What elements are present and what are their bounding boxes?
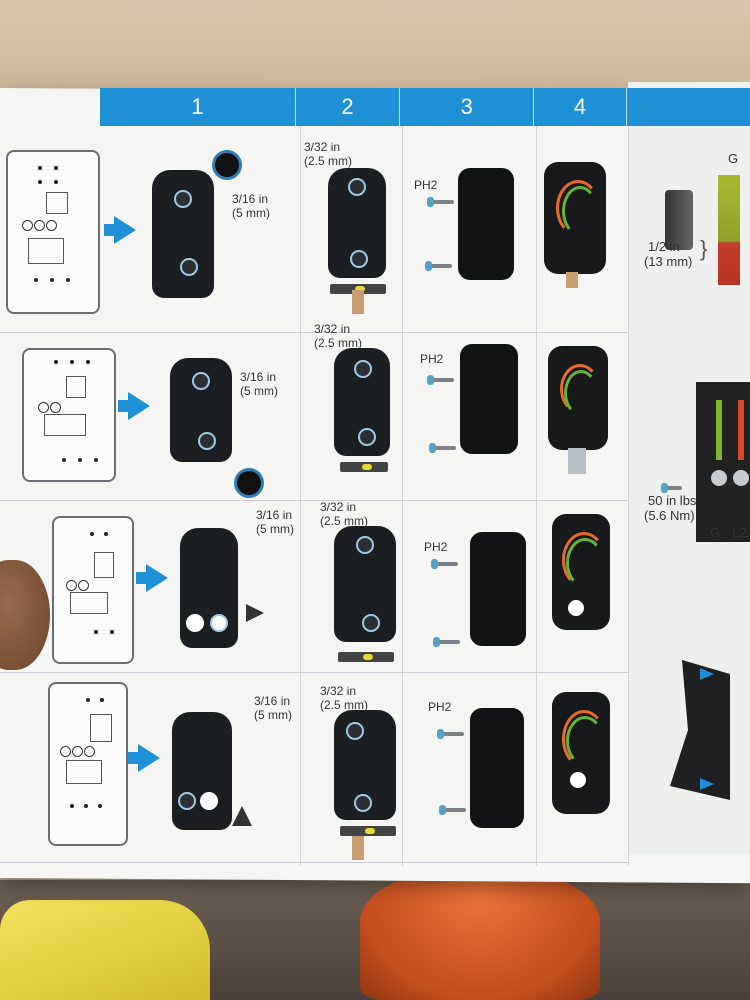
drill-size-label: 3/16 in bbox=[256, 508, 293, 522]
screw-icon bbox=[431, 559, 458, 569]
wall-connector-wired bbox=[548, 346, 608, 450]
driver-label: PH2 bbox=[414, 178, 438, 192]
wall-connector-back bbox=[172, 712, 232, 830]
mounting-outline-drawing bbox=[6, 150, 100, 314]
strip-length-mm: (13 mm) bbox=[644, 254, 693, 269]
column-divider bbox=[402, 126, 403, 866]
terminal-l2-label: L2 bbox=[732, 525, 747, 540]
arrow-right-icon bbox=[700, 668, 714, 680]
drill-size-mm: (5 mm) bbox=[232, 206, 270, 220]
pilot-bit-mm: (2.5 mm) bbox=[314, 336, 362, 350]
wall-connector-mount bbox=[460, 344, 518, 454]
drill-size-label: 3/16 in bbox=[240, 370, 277, 384]
pilot-bit-label: 3/32 in bbox=[314, 322, 351, 336]
pilot-bit-label: 3/32 in bbox=[304, 140, 341, 154]
screw-icon bbox=[427, 197, 454, 207]
screw-icon bbox=[433, 637, 460, 647]
install-row-2 bbox=[0, 332, 628, 501]
install-row-1 bbox=[0, 126, 628, 333]
step-header-5 bbox=[627, 88, 750, 126]
drill-size-label: 3/16 in bbox=[232, 192, 269, 206]
driver-label: PH2 bbox=[424, 540, 448, 554]
wall-connector-template bbox=[334, 526, 396, 642]
terminal-block bbox=[696, 382, 750, 542]
wall-connector-wired bbox=[552, 692, 610, 814]
driver-label: PH2 bbox=[428, 700, 452, 714]
install-row-4 bbox=[0, 672, 628, 863]
wall-connector-mount bbox=[470, 708, 524, 828]
wall-connector-back bbox=[180, 528, 238, 648]
arrow-right-icon bbox=[128, 392, 150, 420]
arrow-right-icon bbox=[138, 744, 160, 772]
wall-connector-back bbox=[170, 358, 232, 462]
screw-icon bbox=[437, 729, 464, 739]
screw-icon bbox=[425, 261, 452, 271]
pilot-bit-mm: (2.5 mm) bbox=[320, 698, 368, 712]
pilot-bit-label: 3/32 in bbox=[320, 684, 357, 698]
level-icon bbox=[340, 826, 396, 836]
arrow-right-icon bbox=[146, 564, 168, 592]
orange-bucket bbox=[360, 870, 600, 1000]
level-icon bbox=[340, 462, 388, 472]
level-icon bbox=[330, 284, 386, 294]
mounting-outline-drawing bbox=[52, 516, 134, 664]
arrow-right-icon bbox=[700, 778, 714, 790]
level-icon bbox=[338, 652, 394, 662]
arrow-right-icon bbox=[114, 216, 136, 244]
pilot-bit-mm: (2.5 mm) bbox=[304, 154, 352, 168]
yellow-bag bbox=[0, 900, 210, 1000]
screw-icon bbox=[439, 805, 466, 815]
screw-icon bbox=[427, 375, 454, 385]
brace-icon: } bbox=[700, 236, 708, 261]
driver-label: PH2 bbox=[420, 352, 444, 366]
step-header: 1 2 3 4 bbox=[100, 88, 750, 126]
wall-connector-back bbox=[152, 170, 214, 298]
install-row-3 bbox=[0, 500, 628, 673]
drill-size-mm: (5 mm) bbox=[254, 708, 292, 722]
column-divider bbox=[628, 126, 629, 866]
screw-icon bbox=[429, 443, 456, 453]
ground-label: G bbox=[728, 151, 739, 166]
pilot-bit-mm: (2.5 mm) bbox=[320, 514, 368, 528]
cable-stripped-image bbox=[718, 175, 740, 285]
mounting-outline-drawing bbox=[22, 348, 116, 482]
wall-connector-template bbox=[334, 348, 390, 456]
wall-connector-wired bbox=[552, 514, 610, 630]
pilot-bit-label: 3/32 in bbox=[320, 500, 357, 514]
torque-nm: (5.6 Nm) bbox=[644, 508, 695, 523]
wall-connector-template bbox=[334, 710, 396, 820]
step-header-3: 3 bbox=[400, 88, 535, 126]
wall-connector-wired bbox=[544, 162, 606, 274]
grommet-icon bbox=[212, 150, 242, 180]
wire-stripper-icon bbox=[665, 190, 693, 250]
wall-connector-mount bbox=[458, 168, 514, 280]
column-divider bbox=[536, 126, 537, 866]
drill-size-mm: (5 mm) bbox=[256, 522, 294, 536]
mounting-outline-drawing bbox=[48, 682, 128, 846]
screw-icon bbox=[661, 483, 682, 493]
step-header-1: 1 bbox=[100, 88, 296, 126]
column-divider bbox=[300, 126, 301, 866]
grommet-icon bbox=[234, 468, 264, 498]
step-header-4: 4 bbox=[534, 88, 627, 126]
drill-size-mm: (5 mm) bbox=[240, 384, 278, 398]
wall-connector-mount bbox=[470, 532, 526, 646]
step-header-2: 2 bbox=[296, 88, 401, 126]
torque-label: 50 in lbs bbox=[648, 493, 697, 508]
drill-size-label: 3/16 in bbox=[254, 694, 291, 708]
terminal-g-label: G bbox=[710, 525, 721, 540]
strip-length-label: 1/2 in bbox=[648, 239, 680, 254]
wall-connector-template bbox=[328, 168, 386, 278]
